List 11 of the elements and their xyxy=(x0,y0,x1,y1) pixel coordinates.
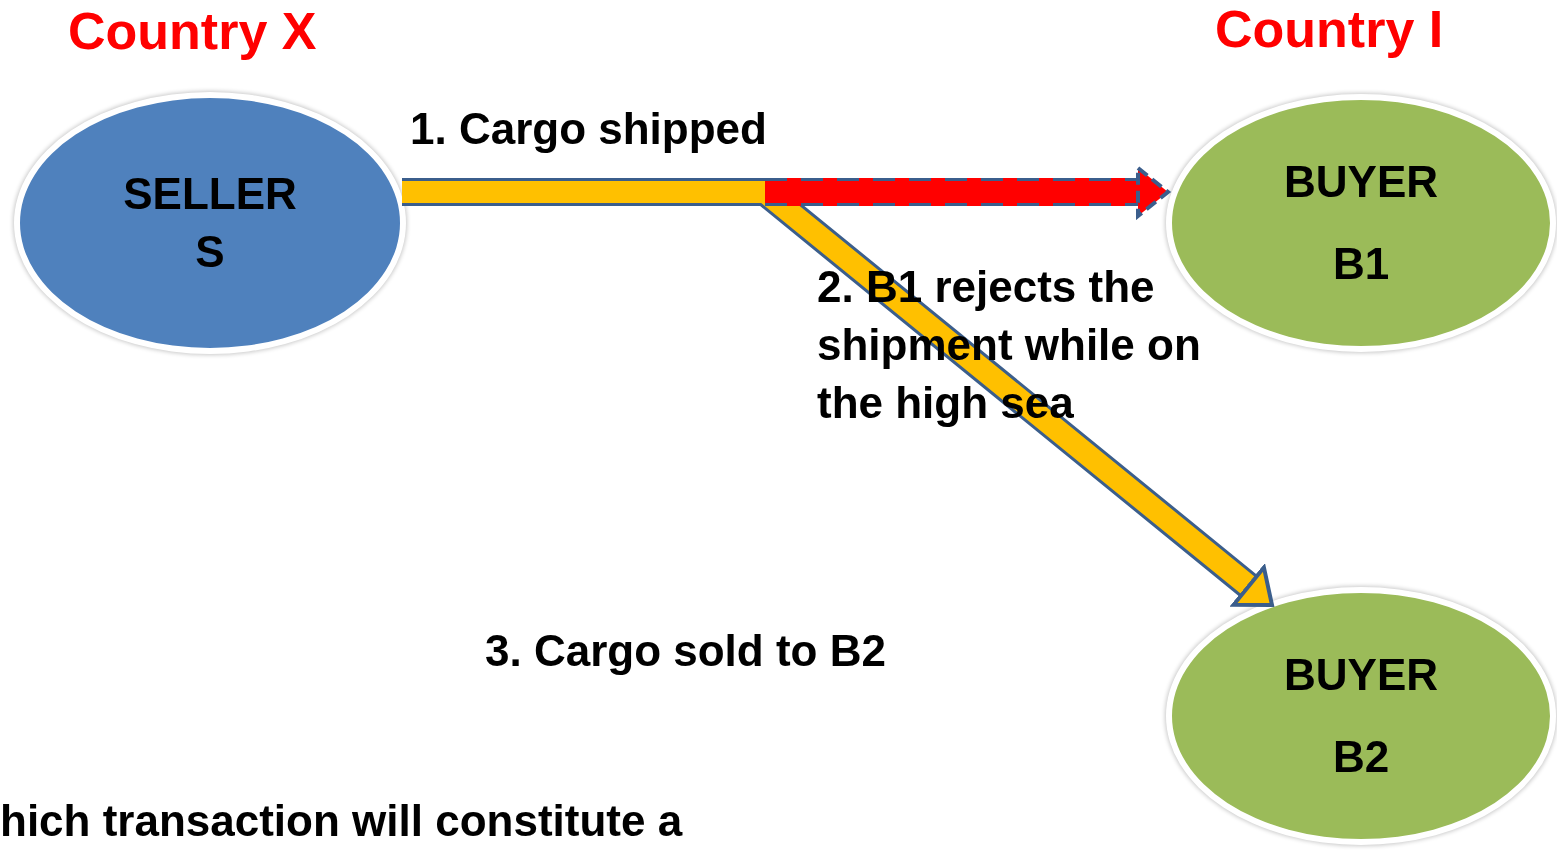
text-label: 1. Cargo shipped xyxy=(410,103,767,155)
text-label: Country I xyxy=(1215,0,1444,58)
text-label: 3. Cargo sold to B2 xyxy=(485,625,886,677)
node-label: BUYER xyxy=(1284,653,1438,697)
node-label: BUYER xyxy=(1284,160,1438,204)
text-label: Country X xyxy=(68,2,317,60)
text-label: hich transaction will constitute a xyxy=(0,795,683,847)
node-label: B1 xyxy=(1332,242,1390,286)
node-label: B2 xyxy=(1332,735,1390,779)
node-label: SELLER xyxy=(123,172,297,216)
node-label: S xyxy=(195,230,225,274)
